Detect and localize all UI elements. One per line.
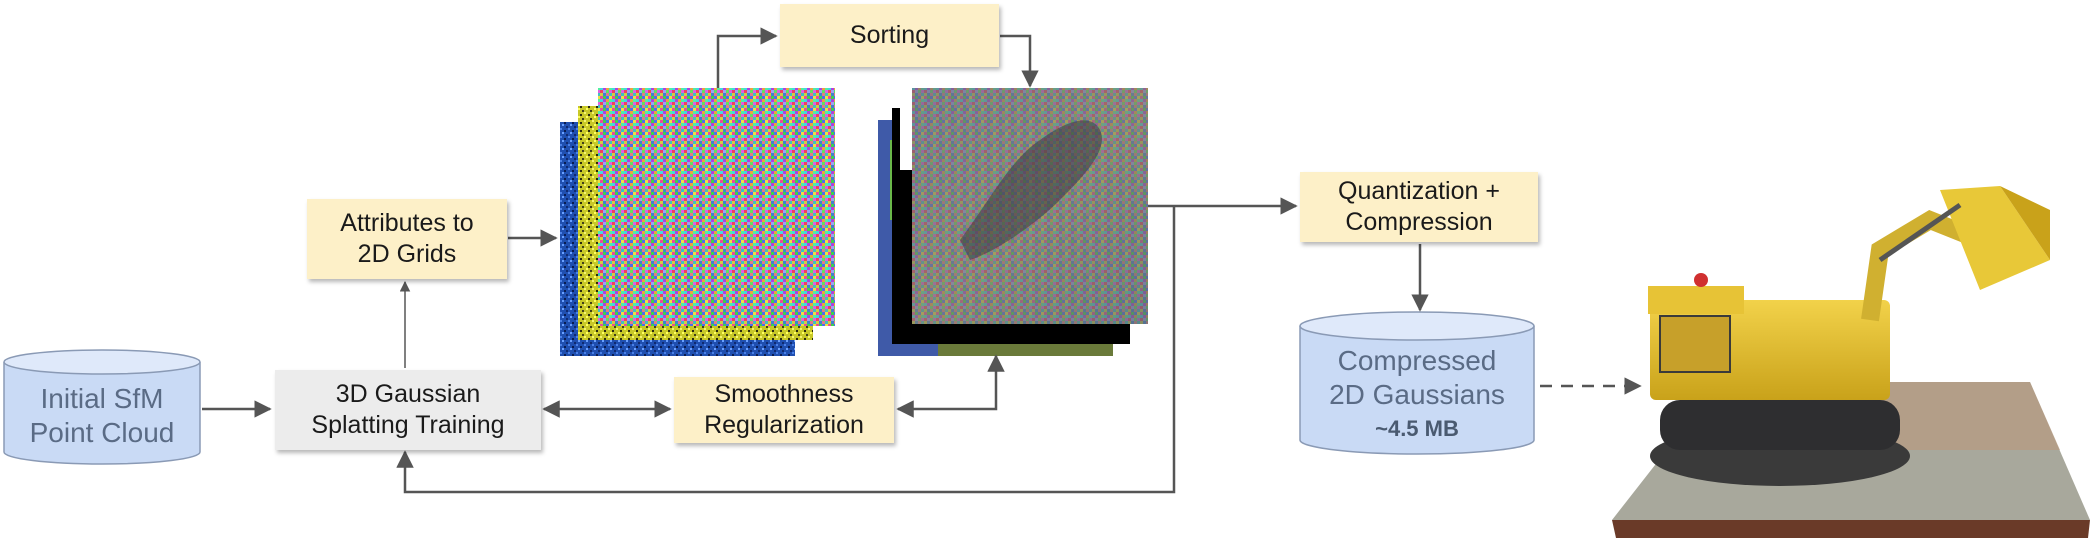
arrow-feedback-to-training — [396, 206, 1176, 494]
unsorted-attribute-grids — [560, 88, 835, 356]
rendered-excavator-image — [1612, 186, 2090, 538]
flow-arrows — [202, 27, 1642, 494]
smoothness-regularization-box: Smoothness Regularization — [674, 377, 894, 443]
sorting-label: Sorting — [849, 21, 930, 49]
compressed-gaussians-cylinder — [1299, 311, 1535, 455]
arrow-grids-to-sorting — [716, 27, 778, 88]
sorting-box: Sorting — [780, 4, 999, 67]
arrow-smoothness-sorted — [896, 354, 1005, 418]
quantization-label: Quantization + Compression — [1338, 177, 1500, 236]
training-label: 3D Gaussian Splatting Training — [311, 380, 505, 439]
initial-point-cloud-label: Initial SfM Point Cloud — [29, 383, 175, 448]
arrow-sorting-to-sorted — [1000, 34, 1039, 88]
gaussian-splatting-training-box: 3D Gaussian Splatting Training — [275, 370, 541, 450]
smoothness-label: Smoothness Regularization — [704, 380, 864, 439]
initial-point-cloud-cylinder — [3, 349, 201, 465]
attributes-to-grids-box: Attributes to 2D Grids — [307, 199, 507, 279]
compressed-size-label: ~4.5 MB — [1375, 416, 1459, 441]
compressed-gaussians-label: Compressed 2D Gaussians — [1329, 345, 1505, 410]
sorted-attribute-grids — [878, 88, 1148, 356]
attributes-label: Attributes to 2D Grids — [340, 209, 474, 268]
quantization-compression-box: Quantization + Compression — [1300, 172, 1538, 242]
